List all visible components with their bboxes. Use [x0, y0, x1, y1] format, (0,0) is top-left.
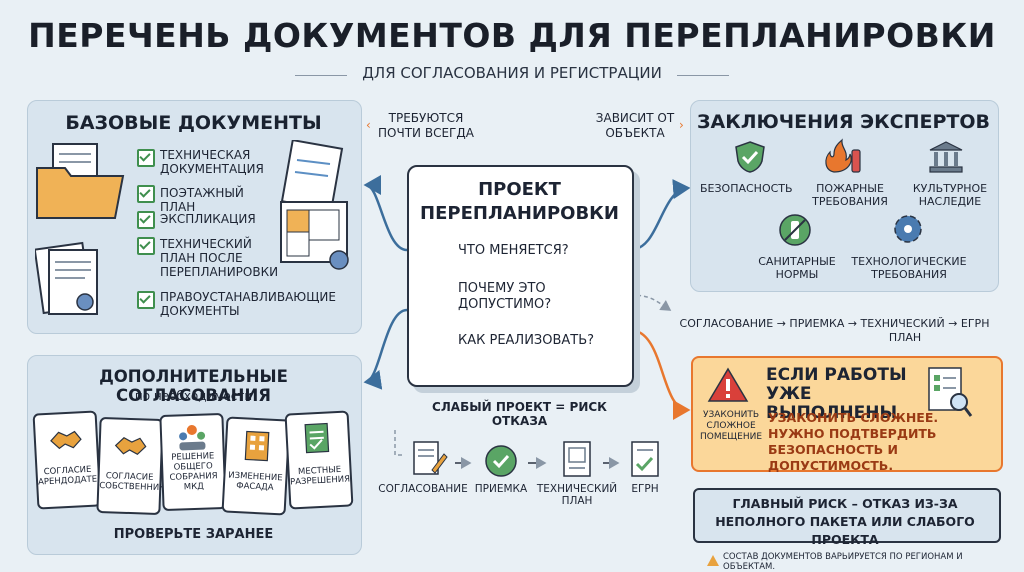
- approval-card: СОГЛАСИЕ СОБСТВЕННИКОВ: [96, 416, 178, 516]
- warning-icon: [707, 367, 749, 402]
- expert-label: КУЛЬТУРНОЕ НАСЛЕДИЕ: [912, 182, 988, 208]
- expert-label: ПОЖАРНЫЕ ТРЕБОВАНИЯ: [812, 182, 888, 208]
- expert-label: ТЕХНОЛОГИЧЕСКИЕ ТРЕБОВАНИЯ: [851, 255, 967, 281]
- building-icon: [244, 430, 270, 462]
- warning-icon-label: УЗАКОНИТЬ СЛОЖНОЕ ПОМЕЩЕНИЕ: [699, 410, 763, 442]
- technical-plan-icon: [563, 441, 591, 477]
- process-step-label: ЕГРН: [631, 483, 659, 495]
- expert-label: САНИТАРНЫЕ НОРМЫ: [758, 255, 836, 281]
- fire-extinguisher-icon: [825, 138, 861, 173]
- experts-panel: [690, 100, 999, 292]
- approvals-footer: ПРОВЕРЬТЕ ЗАРАНЕЕ: [113, 527, 274, 542]
- sanitary-icon: [779, 214, 811, 246]
- project-question: ЧТО МЕНЯЕТСЯ?: [458, 243, 569, 258]
- check-icon: [137, 237, 155, 255]
- approval-card-label: СОГЛАСИЕ СОБСТВЕННИКОВ: [99, 471, 178, 494]
- base-docs-note: ТРЕБУЮТСЯ ПОЧТИ ВСЕГДА: [378, 111, 474, 140]
- approval-card-label: РЕШЕНИЕ ОБЩЕГО СОБРАНИЯ МКД: [169, 451, 218, 493]
- folder-icon: [36, 143, 125, 219]
- approval-card: СОГЛАСИЕ АРЕНДОДАТЕЛЯ: [32, 410, 110, 510]
- base-doc-item: ПРАВОУСТАНАВЛИВАЮЩИЕ ДОКУМЕНТЫ: [160, 290, 336, 318]
- experts-title: ЗАКЛЮЧЕНИЯ ЭКСПЕРТОВ: [696, 111, 990, 133]
- check-icon: [137, 291, 155, 309]
- base-documents-title: БАЗОВЫЕ ДОКУМЕНТЫ: [65, 112, 322, 134]
- chevron-right-icon: ›: [679, 118, 684, 132]
- project-title: ПРОЕКТ ПЕРЕПЛАНИРОВКИ: [420, 179, 619, 224]
- subtitle-divider-left: [295, 75, 347, 76]
- approvals-title: ДОПОЛНИТЕЛЬНЫЕ СОГЛАСОВАНИЯ: [99, 367, 288, 405]
- approvals-subtitle: по необходимости: [134, 389, 253, 403]
- approval-card: МЕСТНЫЕ РАЗРЕШЕНИЯ: [284, 410, 354, 510]
- footnote: СОСТАВ ДОКУМЕНТОВ ВАРЬИРУЕТСЯ ПО РЕГИОНА…: [723, 552, 963, 572]
- project-question: КАК РЕАЛИЗОВАТЬ?: [458, 333, 595, 348]
- main-risk-text: ГЛАВНЫЙ РИСК – ОТКАЗ ИЗ-ЗА НЕПОЛНОГО ПАК…: [715, 496, 975, 547]
- warning-small-icon: [707, 551, 719, 566]
- subtitle-divider-right: [677, 75, 729, 76]
- certificate-icon: [35, 241, 98, 315]
- people-group-icon: [179, 425, 206, 451]
- warning-text: УЗАКОНИТЬ СЛОЖНЕЕ. НУЖНО ПОДТВЕРДИТЬ БЕЗ…: [768, 410, 939, 473]
- process-chain-tail: ПЛАН: [888, 331, 922, 344]
- process-step-label: ТЕХНИЧЕСКИЙ ПЛАН: [536, 483, 618, 507]
- approval-card-label: МЕСТНЫЕ РАЗРЕШЕНИЯ: [289, 464, 351, 488]
- warning-title: ЕСЛИ РАБОТЫ УЖЕ ВЫПОЛНЕНЫ: [766, 365, 907, 423]
- museum-icon: [929, 141, 963, 173]
- registry-document-icon: [631, 441, 659, 477]
- check-icon: [137, 211, 155, 229]
- base-doc-item: ТЕХНИЧЕСКАЯ ДОКУМЕНТАЦИЯ: [160, 148, 264, 176]
- page-title: ПЕРЕЧЕНЬ ДОКУМЕНТОВ ДЛЯ ПЕРЕПЛАНИРОВКИ: [28, 16, 996, 55]
- check-circle-icon: [485, 445, 517, 477]
- gear-icon: [894, 215, 922, 243]
- base-doc-item: ТЕХНИЧЕСКИЙ ПЛАН ПОСЛЕ ПЕРЕПЛАНИРОВКИ: [160, 237, 279, 279]
- process-chain: СОГЛАСОВАНИЕ → ПРИЕМКА → ТЕХНИЧЕСКИЙ → Е…: [679, 317, 990, 330]
- approval-card: РЕШЕНИЕ ОБЩЕГО СОБРАНИЯ МКД: [159, 412, 227, 512]
- expert-label: БЕЗОПАСНОСТЬ: [700, 182, 793, 195]
- chevron-left-icon: ‹: [366, 118, 371, 132]
- approval-card-label: СОГЛАСИЕ АРЕНДОДАТЕЛЯ: [37, 464, 110, 488]
- base-doc-item: ЭКСПЛИКАЦИЯ: [160, 212, 256, 226]
- check-icon: [137, 149, 155, 167]
- page-subtitle: ДЛЯ СОГЛАСОВАНИЯ И РЕГИСТРАЦИИ: [362, 64, 662, 82]
- project-card: [407, 165, 634, 387]
- handshake-icon: [50, 430, 82, 450]
- experts-note: ЗАВИСИТ ОТ ОБЪЕКТА: [595, 111, 675, 140]
- approval-card-label: ИЗМЕНЕНИЕ ФАСАДА: [227, 470, 283, 493]
- process-step-label: ПРИЕМКА: [474, 483, 528, 495]
- check-icon: [137, 185, 155, 203]
- handshake-icon: [114, 437, 147, 455]
- shield-icon: [735, 141, 765, 173]
- project-question: ПОЧЕМУ ЭТО ДОПУСТИМО?: [458, 281, 552, 312]
- project-risk: СЛАБЫЙ ПРОЕКТ = РИСК ОТКАЗА: [432, 400, 607, 428]
- document-pen-icon: [413, 441, 448, 475]
- approved-document-icon: [304, 422, 330, 454]
- approval-card: ИЗМЕНЕНИЕ ФАСАДА: [221, 416, 291, 516]
- main-risk-box: [693, 488, 1001, 543]
- document-search-icon: [928, 367, 973, 417]
- process-step-label: СОГЛАСОВАНИЕ: [378, 483, 468, 495]
- base-doc-item: ПОЭТАЖНЫЙ ПЛАН: [160, 186, 244, 214]
- floor-plan-icon: [280, 140, 349, 270]
